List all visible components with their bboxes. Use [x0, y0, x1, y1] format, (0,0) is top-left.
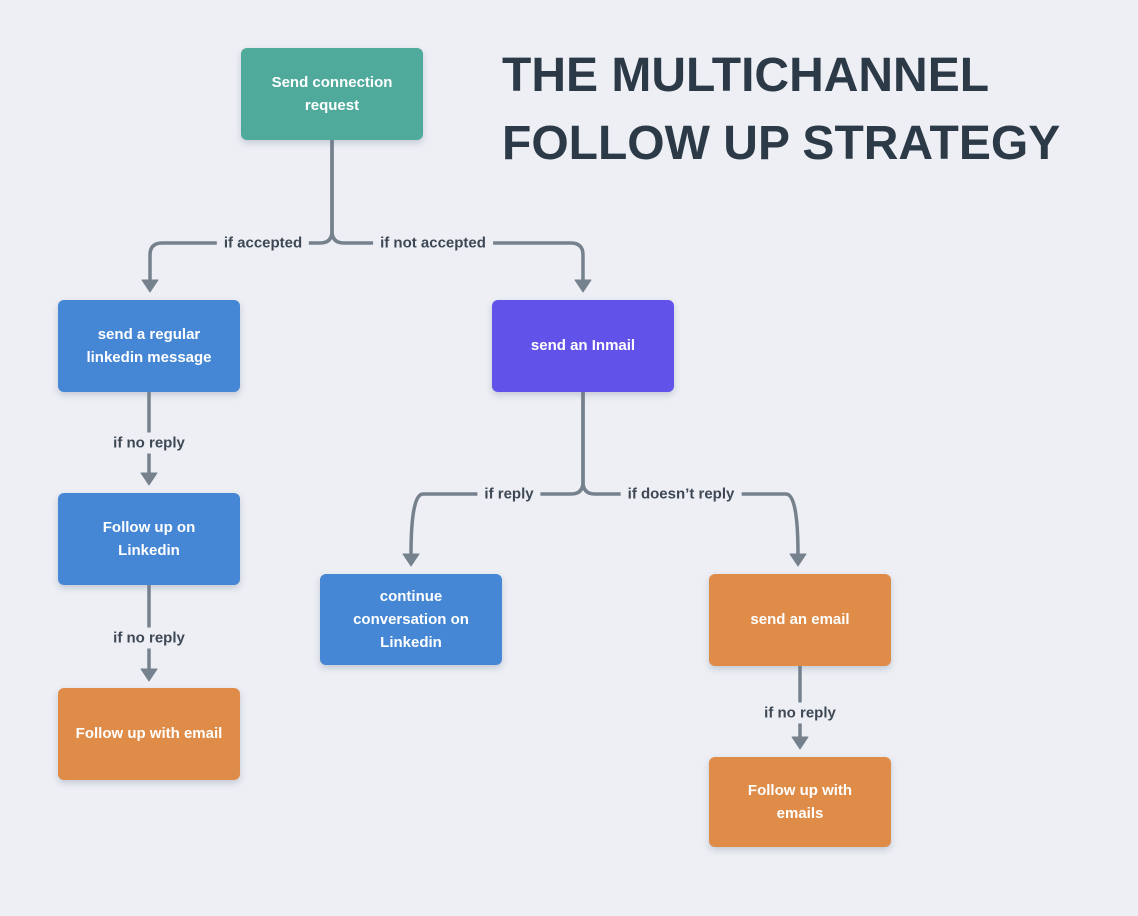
- arrow-down-icon: [574, 279, 592, 293]
- page-title-line-1: THE MULTICHANNEL: [502, 49, 990, 102]
- arrow-down-icon: [402, 553, 420, 567]
- node-send-an-email: send an email: [709, 574, 891, 666]
- page-title: THE MULTICHANNEL FOLLOW UP STRATEGY: [502, 42, 1060, 178]
- node-send-connection-request: Send connection request: [241, 48, 423, 140]
- edge-label-if-reply: if reply: [477, 483, 541, 505]
- node-follow-up-with-email: Follow up with email: [58, 688, 240, 780]
- connector-if-reply: [402, 390, 585, 567]
- page-title-line-2: FOLLOW UP STRATEGY: [502, 117, 1061, 170]
- node-send-regular-linkedin-message: send a regular linkedin message: [58, 300, 240, 392]
- node-follow-up-on-linkedin: Follow up on Linkedin: [58, 493, 240, 585]
- edge-label-if-no-reply-2: if no reply: [106, 627, 192, 649]
- node-send-an-inmail: send an Inmail: [492, 300, 674, 392]
- edge-label-if-no-reply-3: if no reply: [757, 702, 843, 724]
- connector-path: [581, 390, 800, 557]
- node-follow-up-with-emails: Follow up with emails: [709, 757, 891, 847]
- edge-label-if-accepted: if accepted: [216, 232, 310, 254]
- connector-no-reply-after-email: [791, 664, 809, 750]
- arrow-down-icon: [789, 553, 807, 567]
- arrow-down-icon: [791, 736, 809, 750]
- connector-path: [409, 390, 585, 557]
- connector-if-accepted: [141, 138, 334, 293]
- connector-if-doesnt-reply: [581, 390, 807, 567]
- edge-label-if-not-accepted: if not accepted: [373, 232, 493, 254]
- arrow-down-icon: [140, 668, 158, 682]
- edge-label-if-doesnt-reply: if doesn’t reply: [620, 483, 742, 505]
- arrow-down-icon: [141, 279, 159, 293]
- node-continue-conversation-on-linkedin: continue conversation on Linkedin: [320, 574, 502, 665]
- edge-label-if-no-reply-1: if no reply: [106, 432, 192, 454]
- arrow-down-icon: [140, 472, 158, 486]
- connector-path: [148, 138, 334, 282]
